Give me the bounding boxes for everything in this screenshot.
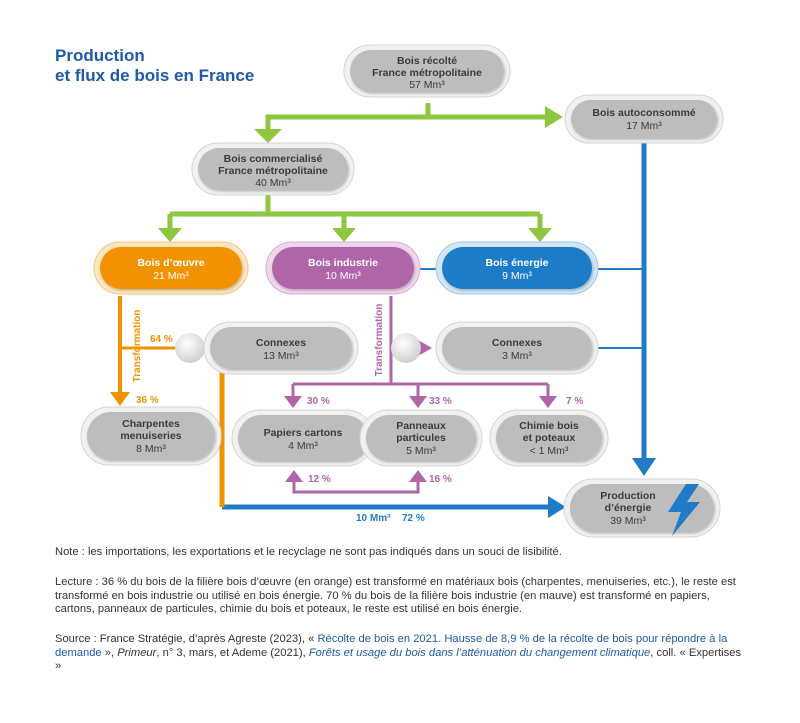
- node-bois-recolte: Bois récolté France métropolitaine 57 Mm…: [343, 44, 511, 98]
- arrowhead-commercialise: [254, 129, 282, 143]
- node-recolte-label-1: Bois récolté: [397, 55, 457, 67]
- arrowhead-chimie: [539, 396, 557, 408]
- source-text: Source : France Stratégie, d’après Agres…: [55, 633, 745, 674]
- node-panneaux-particules: Panneaux particules 5 Mm³: [359, 409, 483, 467]
- arrowhead-energie: [528, 228, 552, 242]
- node-production-label-2: d’énergie: [605, 502, 652, 514]
- node-papiers-cartons: Papiers cartons 4 Mm³: [231, 409, 375, 467]
- node-connexes-1: Connexes 13 Mm³: [203, 321, 359, 375]
- node-commercialise-label-2: France métropolitaine: [218, 165, 328, 177]
- lecture-text: Lecture : 36 % du bois de la filière boi…: [55, 576, 745, 617]
- node-panneaux-label-2: particules: [396, 432, 446, 444]
- node-recolte-label-2: France métropolitaine: [372, 67, 482, 79]
- node-charpentes-label-2: menuiseries: [120, 430, 181, 442]
- node-connexes-2: Connexes 3 Mm³: [435, 321, 599, 375]
- label-flow-percent: 72 %: [402, 513, 425, 524]
- source-link-agreste[interactable]: Récolte de bois en 2021. Hausse de 8,9 %…: [55, 633, 728, 659]
- node-papiers-label: Papiers cartons: [264, 427, 343, 439]
- node-connexes1-label: Connexes: [256, 337, 306, 349]
- label-64-percent: 64 %: [150, 334, 173, 345]
- arrowhead-papiers: [284, 396, 302, 408]
- arrowhead-charpentes: [110, 392, 130, 406]
- node-connexes2-label: Connexes: [492, 337, 542, 349]
- arrowhead-oeuvre: [158, 228, 182, 242]
- node-oeuvre-value: 21 Mm³: [153, 270, 189, 282]
- arrowhead-up-papiers: [285, 470, 303, 482]
- node-production-energie: Production d’énergie 39 Mm³: [563, 478, 721, 538]
- source-link-ademe[interactable]: Forêts et usage du bois dans l’atténuati…: [308, 646, 651, 659]
- source-part-a: Source : France Stratégie, d’après Agres…: [55, 633, 318, 645]
- arrowhead-panneaux: [409, 396, 427, 408]
- node-production-label-1: Production: [600, 490, 655, 502]
- node-autoconsomme-value: 17 Mm³: [626, 120, 662, 132]
- label-36-percent: 36 %: [136, 395, 159, 406]
- node-recolte-value: 57 Mm³: [409, 79, 445, 91]
- source-part-b: »,: [101, 646, 118, 659]
- arrowhead-connexes2: [418, 340, 432, 356]
- node-bois-autoconsomme: Bois autoconsommé 17 Mm³: [564, 94, 724, 144]
- lecture-paragraph: Lecture : 36 % du bois de la filière boi…: [55, 576, 736, 616]
- node-bois-oeuvre: Bois d’œuvre 21 Mm³: [93, 241, 249, 295]
- note-text: Note : les importations, les exportation…: [55, 546, 745, 560]
- node-papiers-value: 4 Mm³: [288, 440, 318, 452]
- decorative-ball-right: [391, 333, 421, 363]
- label-12-percent: 12 %: [308, 474, 331, 485]
- label-7-percent: 7 %: [566, 396, 583, 407]
- node-bois-commercialise: Bois commercialisé France métropolitaine…: [191, 142, 355, 196]
- node-charpentes-label-1: Charpentes: [122, 418, 180, 430]
- arrowhead-industrie: [332, 228, 356, 242]
- arrowhead-production-top: [632, 458, 656, 476]
- node-chimie-value: < 1 Mm³: [530, 445, 569, 457]
- diagram-title: Production et flux de bois en France: [55, 46, 254, 86]
- flow-up-papiers-panneaux: [292, 478, 420, 494]
- flow-recolte-to-commercialise: [265, 103, 431, 133]
- title-line-1: Production: [55, 46, 145, 65]
- node-industrie-label: Bois industrie: [308, 257, 378, 269]
- node-energie-label: Bois énergie: [485, 257, 548, 269]
- node-panneaux-value: 5 Mm³: [406, 445, 436, 457]
- purple-arrowheads: [284, 340, 557, 482]
- flow-diagram: Bois récolté France métropolitaine 57 Mm…: [80, 44, 724, 538]
- decorative-ball-left: [175, 333, 205, 363]
- node-chimie-label-1: Chimie bois: [519, 420, 579, 432]
- node-chimie-bois: Chimie bois et poteaux < 1 Mm³: [489, 409, 609, 467]
- source-primeur: Primeur: [117, 646, 157, 659]
- arrowhead-up-panneaux: [409, 470, 427, 482]
- node-bois-energie: Bois énergie 9 Mm³: [435, 241, 599, 295]
- node-charpentes-value: 8 Mm³: [136, 443, 166, 455]
- node-energie-value: 9 Mm³: [502, 270, 532, 282]
- green-arrowheads: [158, 106, 563, 242]
- node-panneaux-label-1: Panneaux: [396, 420, 446, 432]
- node-connexes1-value: 13 Mm³: [263, 350, 299, 362]
- label-flow-volume: 10 Mm³: [356, 513, 391, 524]
- lightning-icon: [668, 484, 700, 536]
- node-autoconsomme-label: Bois autoconsommé: [592, 107, 695, 119]
- node-oeuvre-label: Bois d’œuvre: [137, 257, 204, 269]
- title-line-2: et flux de bois en France: [55, 66, 255, 85]
- source-part-c: , n° 3, mars, et Ademe (2021),: [156, 646, 309, 659]
- label-16-percent: 16 %: [429, 474, 452, 485]
- node-connexes2-value: 3 Mm³: [502, 350, 532, 362]
- label-33-percent: 33 %: [429, 396, 452, 407]
- label-30-percent: 30 %: [307, 396, 330, 407]
- label-transformation-purple: Transformation: [374, 304, 385, 377]
- node-charpentes: Charpentes menuiseries 8 Mm³: [80, 406, 222, 466]
- source-part-d: , coll. « Expertises »: [55, 646, 742, 673]
- node-bois-industrie: Bois industrie 10 Mm³: [265, 241, 421, 295]
- node-production-value: 39 Mm³: [610, 515, 646, 527]
- node-chimie-label-2: et poteaux: [523, 432, 576, 444]
- node-commercialise-value: 40 Mm³: [255, 177, 291, 189]
- arrowhead-production-left: [548, 496, 566, 518]
- label-transformation-orange: Transformation: [132, 310, 143, 383]
- arrowhead-autoconsomme: [545, 106, 563, 128]
- note-line: Note : les importations, les exportation…: [55, 546, 562, 558]
- node-industrie-value: 10 Mm³: [325, 270, 361, 282]
- node-commercialise-label-1: Bois commercialisé: [224, 153, 323, 165]
